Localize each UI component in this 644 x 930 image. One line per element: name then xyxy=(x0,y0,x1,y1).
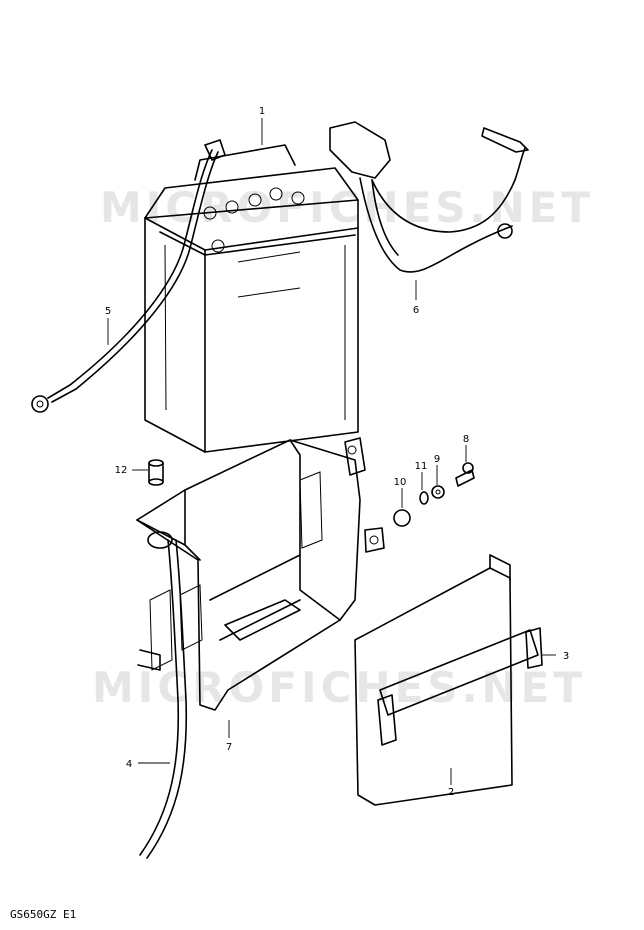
battery-case xyxy=(136,437,385,711)
cable-4 xyxy=(139,531,188,859)
label-part-4: 4 xyxy=(126,759,132,770)
label-part-10: 10 xyxy=(394,477,407,488)
leader-lines xyxy=(107,118,556,785)
rubber-cap-12 xyxy=(148,459,164,486)
drawing-code: GS650GZ E1 xyxy=(10,908,76,921)
label-part-7: 7 xyxy=(226,742,232,753)
label-part-2: 2 xyxy=(448,787,454,798)
label-part-6: 6 xyxy=(413,305,419,316)
hardware xyxy=(393,462,475,527)
label-part-3: 3 xyxy=(563,651,569,662)
battery xyxy=(144,144,359,453)
label-part-9: 9 xyxy=(434,454,440,465)
cable-6 xyxy=(329,121,529,273)
label-part-8: 8 xyxy=(463,434,469,445)
battery-cover xyxy=(354,554,543,806)
label-part-5: 5 xyxy=(105,306,111,317)
watermark-bottom: MICROFICHES.NET xyxy=(92,663,586,712)
label-part-11: 11 xyxy=(415,461,428,472)
label-part-1: 1 xyxy=(259,106,265,117)
label-part-12: 12 xyxy=(115,465,128,476)
cable-5 xyxy=(31,139,226,413)
watermark-top: MICROFICHES.NET xyxy=(100,183,594,232)
